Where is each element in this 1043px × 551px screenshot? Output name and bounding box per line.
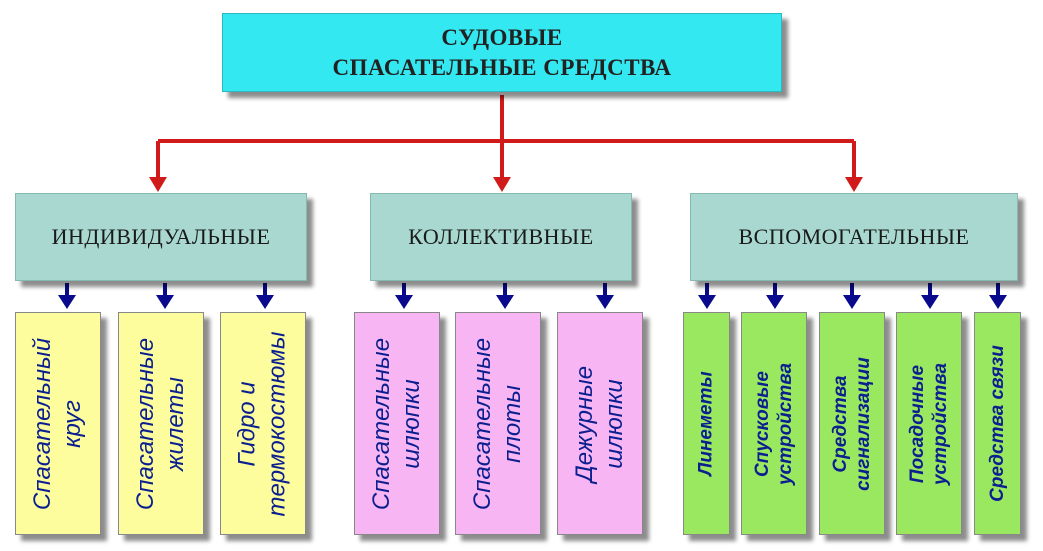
category-label: ИНДИВИДУАЛЬНЫЕ	[51, 224, 271, 249]
leaf-line-throwers: Линеметы	[683, 312, 730, 535]
leaf-line1: Спасательные	[368, 337, 395, 510]
leaf-line2: плоты	[499, 384, 526, 463]
leaf-line2: термокостюмы	[264, 330, 291, 517]
red-arrowhead	[493, 177, 511, 192]
leaf-line1: Линеметы	[696, 371, 718, 476]
root-title-line1: СУДОВЫЕ	[441, 24, 563, 50]
leaf-line2: сигнализации	[853, 356, 875, 491]
leaf-line1: Спасательные	[132, 337, 159, 510]
leaf-line1: Посадочные	[907, 364, 929, 483]
leaf-line1: Спасательные	[469, 337, 496, 510]
category-label: ВСПОМОГАТЕЛЬНЫЕ	[738, 224, 970, 249]
blue-arrowhead	[921, 295, 939, 309]
red-arrowheads	[149, 177, 863, 192]
leaf-line1: Гидро и	[234, 380, 261, 467]
blue-arrows	[58, 283, 1007, 309]
root-node: СУДОВЫЕ СПАСАТЕЛЬНЫЕ СРЕДСТВА	[222, 13, 782, 92]
leaf-line1: Спасательный	[29, 337, 56, 510]
leaf-line1: Средства	[830, 374, 852, 473]
blue-arrowhead	[843, 295, 861, 309]
leaf-communication-means: Средства связи	[974, 312, 1021, 535]
red-arrowhead	[149, 177, 167, 192]
blue-arrowhead	[989, 295, 1007, 309]
blue-arrowhead	[698, 295, 716, 309]
red-arrowhead	[845, 177, 863, 192]
blue-arrowhead	[58, 295, 76, 309]
blue-arrowhead	[395, 295, 413, 309]
leaf-line1: Спусковые	[752, 370, 774, 477]
leaf-line1: Средства связи	[987, 345, 1008, 502]
leaf-line2: устройства	[930, 362, 952, 485]
leaf-line2: шлюпки	[398, 378, 425, 469]
blue-arrowhead	[156, 295, 174, 309]
leaf-line2: жилеты	[162, 376, 189, 471]
blue-arrowhead	[496, 295, 514, 309]
root-connectors	[156, 95, 856, 180]
category-auxiliary: ВСПОМОГАТЕЛЬНЫЕ	[690, 193, 1018, 281]
blue-arrowhead	[256, 295, 274, 309]
blue-arrowhead	[766, 295, 784, 309]
blue-arrowhead	[596, 295, 614, 309]
root-title-line2: СПАСАТЕЛЬНЫЕ СРЕДСТВА	[332, 54, 672, 80]
category-individual: ИНДИВИДУАЛЬНЫЕ	[15, 193, 307, 281]
leaf-line2: устройства	[775, 362, 797, 485]
category-label: КОЛЛЕКТИВНЫЕ	[408, 224, 594, 249]
category-collective: КОЛЛЕКТИВНЫЕ	[370, 193, 632, 281]
leaf-line1: Дежурные	[571, 365, 599, 482]
leaf-line2: шлюпки	[601, 378, 629, 469]
leaf-line2: круг	[59, 399, 86, 448]
